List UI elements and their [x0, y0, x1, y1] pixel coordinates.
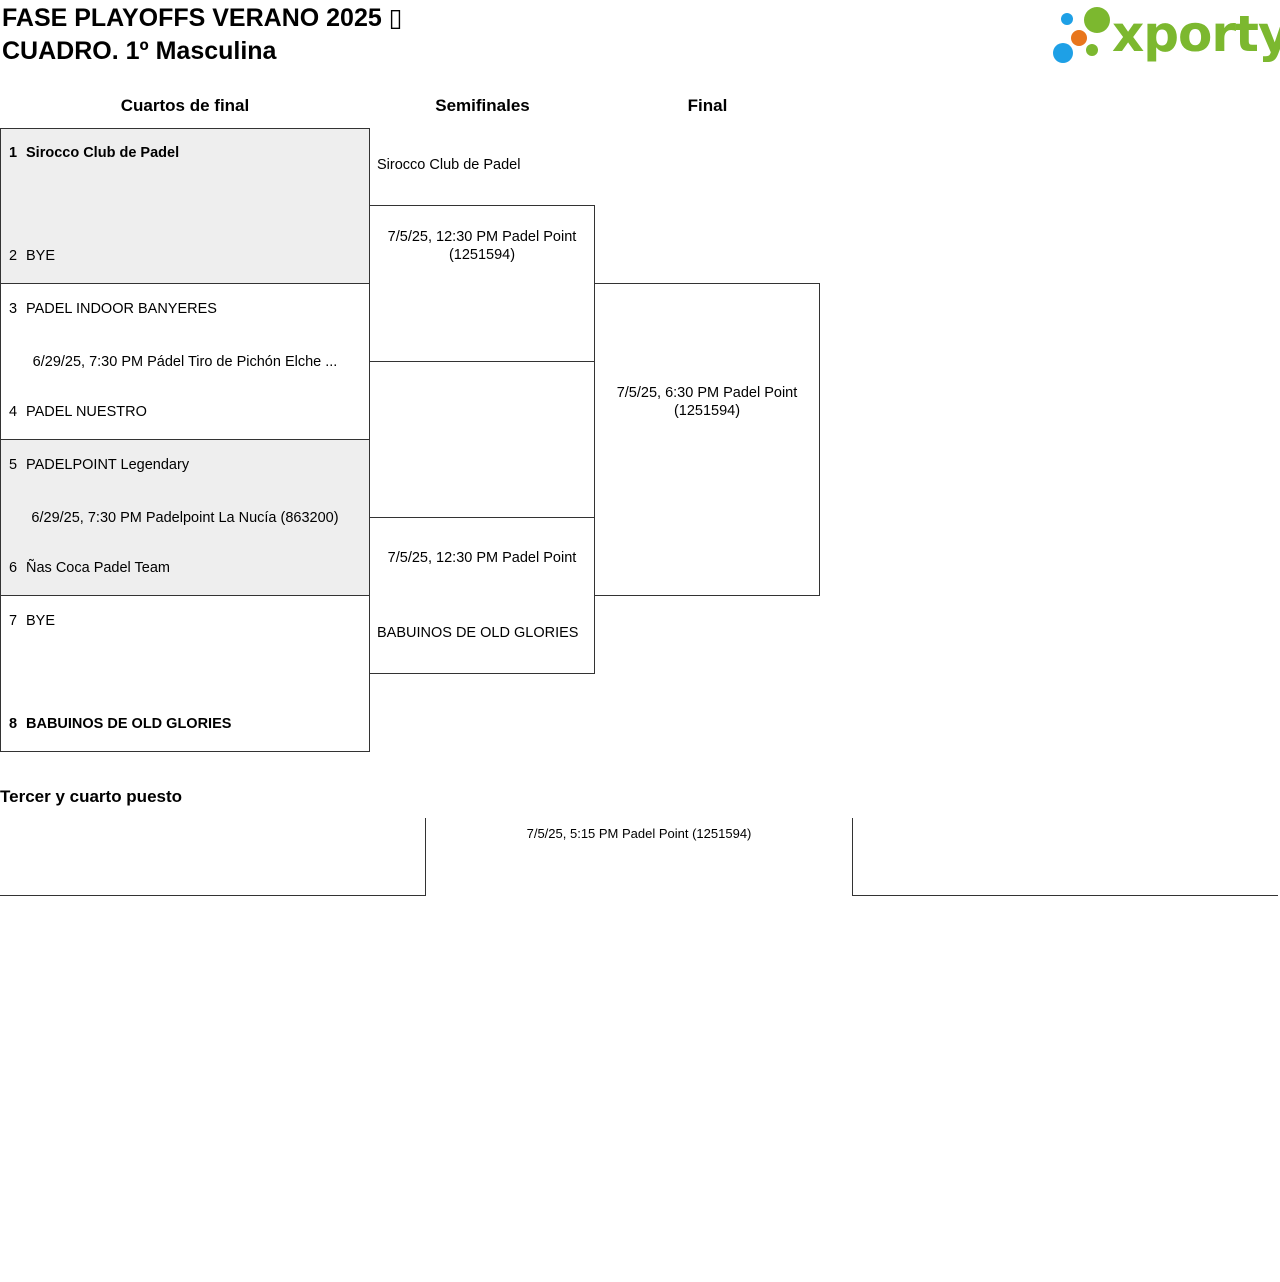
team-slot[interactable]: 4 PADEL NUESTRO — [9, 404, 147, 420]
round-heading-semifinals: Semifinales — [435, 96, 530, 115]
final-match[interactable]: 7/5/25, 6:30 PM Padel Point (1251594) — [594, 283, 820, 596]
page-subtitle: CUADRO. 1º Masculina — [2, 37, 277, 65]
team-name: PADEL NUESTRO — [26, 404, 147, 420]
logo-text: xporty — [1112, 5, 1280, 63]
third-place-left-slot-line — [0, 895, 426, 896]
team-slot[interactable]: 5 PADELPOINT Legendary — [9, 457, 189, 473]
seed-number: 6 — [9, 560, 18, 576]
team-name: PADELPOINT Legendary — [26, 457, 190, 473]
third-place-right-slot-line — [852, 895, 1278, 896]
semifinal-1-top-team[interactable]: Sirocco Club de Padel — [377, 157, 521, 173]
team-slot[interactable]: 1 Sirocco Club de Padel — [9, 145, 179, 161]
third-place-right-divider — [852, 818, 853, 896]
team-name: PADEL INDOOR BANYERES — [26, 301, 217, 317]
logo-dots-icon — [1053, 7, 1110, 63]
quarterfinal-match-1[interactable]: 1 Sirocco Club de Padel 2 BYE — [0, 128, 370, 284]
quarterfinal-match-4[interactable]: 7 BYE 8 BABUINOS DE OLD GLORIES — [0, 595, 370, 752]
page-title: FASE PLAYOFFS VERANO 2025 ▯ — [2, 4, 403, 32]
team-name: BYE — [26, 613, 56, 629]
team-slot[interactable]: 2 BYE — [9, 248, 55, 264]
round-heading-final: Final — [687, 96, 728, 115]
semifinal-match-2[interactable]: 7/5/25, 12:30 PM Padel Point BABUINOS DE… — [369, 517, 595, 674]
semifinal-2-bottom-team[interactable]: BABUINOS DE OLD GLORIES — [377, 625, 579, 641]
match-info: 7/5/25, 6:30 PM Padel Point (1251594) — [616, 385, 798, 419]
match-info: 7/5/25, 12:30 PM Padel Point — [387, 550, 577, 566]
seed-number: 8 — [9, 716, 18, 732]
third-place-left-divider — [425, 818, 426, 896]
seed-number: 1 — [9, 145, 18, 161]
semifinal-match-1[interactable]: 7/5/25, 12:30 PM Padel Point (1251594) — [369, 205, 595, 362]
team-name: Sirocco Club de Padel — [26, 145, 180, 161]
team-name: BABUINOS DE OLD GLORIES — [26, 716, 232, 732]
seed-number: 7 — [9, 613, 18, 629]
third-place-match-info[interactable]: 7/5/25, 5:15 PM Padel Point (1251594) — [526, 826, 752, 841]
team-slot[interactable]: 3 PADEL INDOOR BANYERES — [9, 301, 217, 317]
seed-number: 5 — [9, 457, 18, 473]
team-name: BYE — [26, 248, 56, 264]
third-place-heading: Tercer y cuarto puesto — [0, 787, 183, 806]
seed-number: 4 — [9, 404, 18, 420]
round-heading-quarterfinals: Cuartos de final — [120, 96, 250, 115]
team-slot[interactable]: 6 Ñas Coca Padel Team — [9, 560, 170, 576]
seed-number: 3 — [9, 301, 18, 317]
team-name: Ñas Coca Padel Team — [26, 560, 171, 576]
team-slot[interactable]: 8 BABUINOS DE OLD GLORIES — [9, 716, 231, 732]
match-info: 7/5/25, 12:30 PM Padel Point (1251594) — [387, 229, 577, 263]
xporty-logo: xporty — [1052, 4, 1280, 68]
seed-number: 2 — [9, 248, 18, 264]
quarterfinal-match-2[interactable]: 3 PADEL INDOOR BANYERES 6/29/25, 7:30 PM … — [0, 283, 370, 440]
match-info: 6/29/25, 7:30 PM Padelpoint La Nucía (86… — [31, 510, 339, 526]
quarterfinal-match-3[interactable]: 5 PADELPOINT Legendary 6/29/25, 7:30 PM P… — [0, 439, 370, 596]
team-slot[interactable]: 7 BYE — [9, 613, 55, 629]
match-info: 6/29/25, 7:30 PM Pádel Tiro de Pichón El… — [32, 354, 338, 370]
